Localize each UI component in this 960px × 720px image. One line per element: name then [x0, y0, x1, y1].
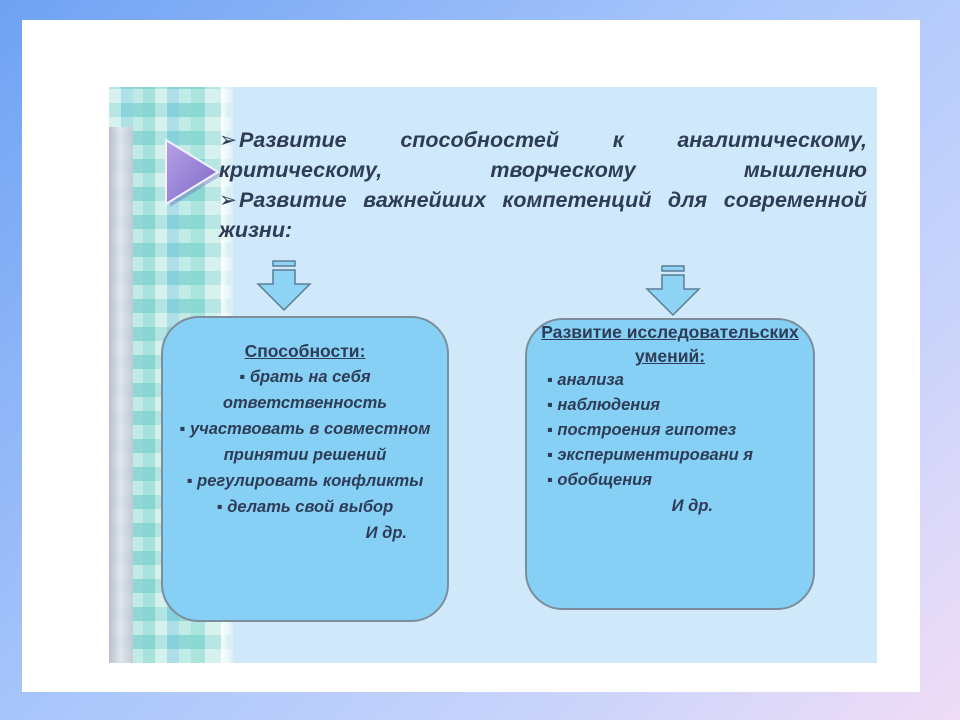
chevron-bullet-icon: ➢: [219, 128, 238, 152]
list-item: ▪ брать на себя ответственность: [222, 368, 388, 412]
etc-label: И др.: [671, 497, 713, 515]
list-item: ▪ экспериментировани я: [547, 446, 754, 464]
list-item: ▪ построения гипотез: [547, 421, 737, 439]
white-frame: ➢Развитие способностей к аналитическому,…: [22, 20, 920, 692]
decorative-panel: [109, 127, 133, 663]
research-skills-box: Развитие исследовательских умений: ▪ ана…: [525, 318, 815, 610]
down-arrow-icon: [256, 260, 312, 312]
intro-line-1: ➢Развитие способностей к аналитическому,…: [219, 128, 867, 182]
chevron-bullet-icon: ➢: [219, 188, 238, 212]
abilities-box: Способности: ▪ брать на себя ответственн…: [161, 316, 449, 622]
intro-text: ➢Развитие способностей к аналитическому,…: [219, 125, 867, 245]
list-item: ▪ участвовать в совместном принятии реше…: [179, 420, 431, 464]
down-arrow-icon: [645, 265, 701, 317]
etc-label: И др.: [365, 524, 407, 542]
list-item: ▪ анализа: [547, 371, 624, 389]
list-item: ▪ обобщения: [547, 471, 652, 489]
list-item: ▪ регулировать конфликты: [186, 472, 424, 490]
research-skills-title: Развитие исследовательских умений:: [541, 322, 799, 366]
play-triangle-icon: [165, 138, 222, 207]
intro-line-2: ➢Развитие важнейших компетенций для совр…: [219, 188, 867, 242]
list-item: ▪ делать свой выбор: [216, 498, 394, 516]
slide: ➢Развитие способностей к аналитическому,…: [109, 87, 877, 663]
abilities-title: Способности:: [244, 341, 366, 361]
list-item: ▪ наблюдения: [547, 396, 661, 414]
